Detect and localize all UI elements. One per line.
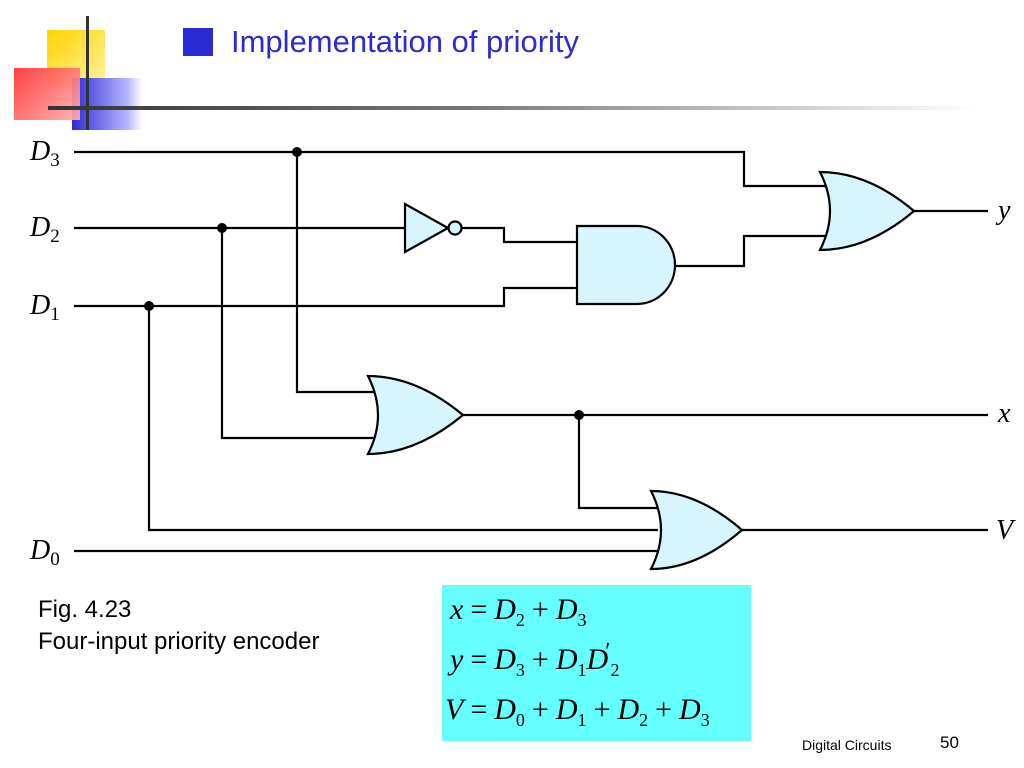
input-label-d1: D1 [29,290,60,325]
wire-not-to-and [462,226,578,244]
decorative-red-square [14,68,80,120]
output-label-v: V [996,515,1016,546]
equation-x: x=D2+D3 [450,593,587,630]
page-number: 50 [940,733,959,752]
wire-d1 [74,286,578,308]
decorative-blue-square [72,78,142,130]
junction-dot [217,223,227,233]
junction-dot [144,301,154,311]
decorative-vertical-line [86,16,89,130]
output-label-x: x [997,398,1011,429]
slide-title-text: Implementation of priority [231,24,580,59]
figure-description: Four-input priority encoder [38,628,320,655]
or-gate-v [649,489,744,571]
input-label-d2: D2 [29,212,60,247]
junction-dot [574,410,584,420]
wire-x-to-v [577,415,658,510]
priority-encoder-circuit: D3 D2 D1 D0 y x V [29,136,1016,571]
or-gate-y [818,170,916,252]
title-underline [48,106,978,110]
wire-d2-branch [220,228,375,440]
slide-title: Implementation of priority [183,22,579,62]
output-label-y: y [995,195,1011,226]
equations-box: x=D2+D3 y=D3+D1D′2 V=D0+D1+D2+D3 [442,585,751,741]
title-bullet-square [183,28,213,56]
equation-v: V=D0+D1+D2+D3 [445,693,710,730]
or-gate-x [366,374,465,456]
wire-d3-branch [295,152,375,394]
not-gate [403,202,463,254]
wire-and-to-or [672,234,825,268]
junction-dot [292,147,302,157]
figure-number: Fig. 4.23 [38,596,132,623]
and-gate [575,224,677,306]
wire-d3 [74,150,825,188]
input-label-d3: D3 [29,136,60,171]
figure-caption: Fig. 4.23 Four-input priority encoder [38,594,319,658]
input-label-d0: D0 [29,535,60,570]
footer-course-name: Digital Circuits [802,737,892,753]
wire-d1-branch [147,306,658,532]
equation-y: y=D3+D1D′2 [450,639,620,680]
